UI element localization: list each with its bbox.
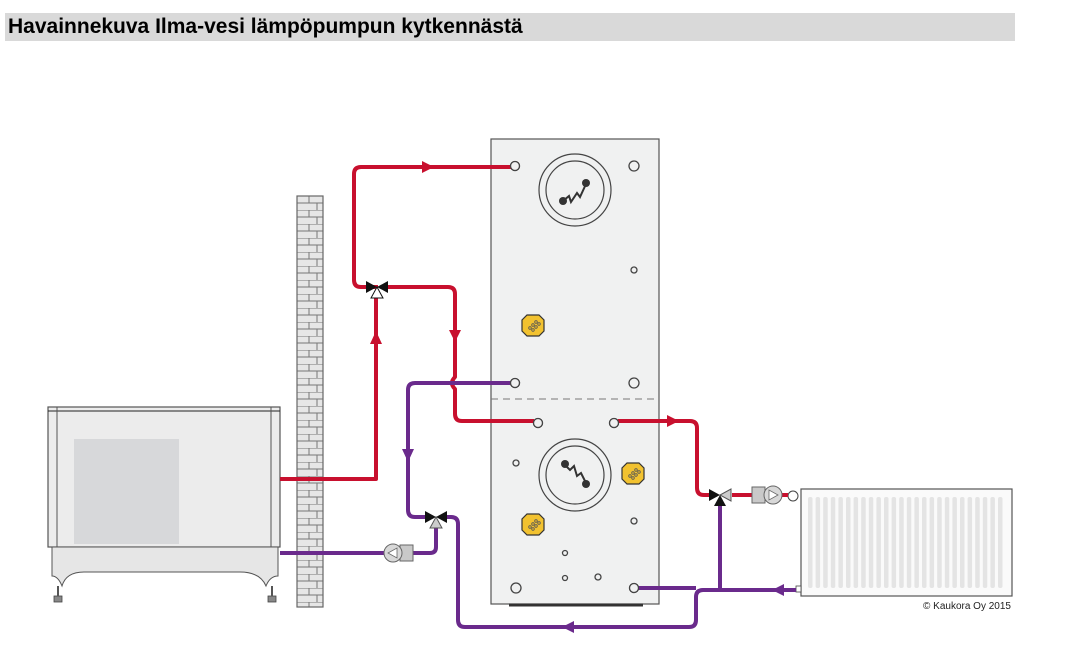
three-way-valve-icon [709,488,732,506]
upper-heating-coil-icon [538,153,612,227]
flow-arrow-up-icon [370,331,382,344]
outdoor-unit [47,406,281,603]
port-icon [594,573,602,581]
temperature-sensor-icon [621,462,645,485]
port-icon [630,266,638,274]
three-way-valve-icon [366,281,388,299]
return-pipe [446,515,796,629]
radiator-fin [906,497,912,588]
flow-arrow-left-icon [772,584,784,596]
radiator-fin [937,497,942,588]
radiator-fin [853,497,859,588]
radiator [787,488,1013,597]
radiator-fin [891,497,897,588]
radiator-fin [967,497,973,588]
port-icon [630,517,638,525]
radiator-fin [952,497,957,588]
circulation-pump-icon [751,485,783,505]
radiator-fin [990,497,995,588]
radiator-fin [944,497,950,588]
radiator-fin [868,497,874,588]
radiator-fin [823,497,828,588]
page-title: Havainnekuva Ilma-vesi lämpöpumpun kytke… [8,15,523,38]
radiator-fin [899,497,904,588]
fan-grille [74,439,179,544]
return-pipe [413,528,438,555]
wall [296,195,324,608]
radiator-fin [838,497,843,588]
flow-arrow-left-icon [562,621,574,633]
radiator-fin [846,497,851,588]
three-way-valve-icon [425,511,447,529]
temperature-sensor-icon [521,513,545,536]
radiator-fin [815,497,821,588]
radiator-fin [884,497,889,588]
port-icon [561,574,569,582]
radiator-fin [975,497,980,588]
flow-arrows [370,161,784,633]
radiator-fin [922,497,927,588]
radiator-fin [914,497,919,588]
radiator-fin [830,497,836,588]
flow-arrow-right-icon [422,161,434,173]
radiator-fin [808,497,813,588]
copyright-text: © Kaukora Oy 2015 [923,601,1011,612]
storage-tank [490,138,660,607]
flow-arrow-right-icon [667,415,679,427]
port-icon [510,582,522,594]
circulation-pump-icon [383,543,414,563]
supply-pipe [618,419,712,497]
radiator-fin [982,497,988,588]
radiator-fin [876,497,881,588]
supply-pipe [352,165,511,289]
port-icon [628,377,640,389]
port-icon [561,549,569,557]
port-icon [628,160,640,172]
lower-heating-coil-icon [538,438,612,512]
temperature-sensor-icon [521,314,545,337]
radiator-fin [960,497,965,588]
flow-arrow-down-icon [402,449,414,462]
port-icon [512,459,520,467]
radiator-fin [998,497,1003,588]
radiator-fin [861,497,866,588]
supply-pipe [280,298,378,481]
flow-arrow-down-icon [449,330,461,342]
radiator-fin [929,497,935,588]
title-bar: Havainnekuva Ilma-vesi lämpöpumpun kytke… [5,13,1015,41]
return-pipes [280,381,796,629]
